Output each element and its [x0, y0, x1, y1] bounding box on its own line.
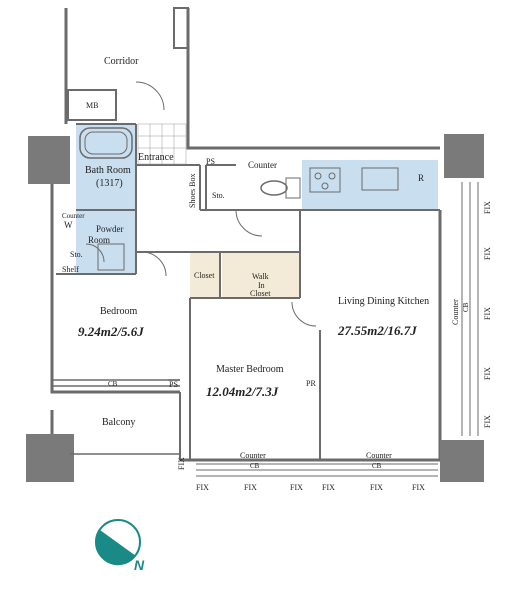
kitchen-sink — [361, 167, 399, 191]
label-counter-top: Counter — [248, 160, 277, 170]
walk-in-closet-fill — [222, 252, 300, 298]
label-ps-top: PS — [206, 157, 215, 166]
label-ps-balcony: PS — [169, 380, 178, 389]
toilet — [260, 180, 288, 196]
label-counter-left: Counter — [240, 451, 266, 460]
label-master-area: 12.04m2/7.3J — [206, 384, 279, 399]
label-master-bedroom: Master Bedroom — [216, 364, 284, 375]
fix-label: FIX — [370, 483, 383, 492]
label-bath-room: Bath Room — [85, 165, 131, 176]
compass-needle — [95, 530, 136, 566]
label-cb-right: CB — [372, 462, 382, 470]
label-pr: PR — [306, 379, 316, 388]
label-cb-left: CB — [250, 462, 260, 470]
label-cb-balcony: CB — [108, 380, 118, 388]
label-powder-room: Room — [88, 235, 110, 245]
label-bedroom-area: 9.24m2/5.6J — [78, 324, 144, 339]
label-cb-vertical: CB — [462, 302, 470, 312]
label-bedroom: Bedroom — [100, 306, 137, 317]
bath-area-fill — [76, 124, 136, 210]
burner-1 — [314, 172, 322, 180]
label-ldk: Living Dining Kitchen — [338, 296, 429, 307]
fix-label: FIX — [483, 247, 492, 260]
label-counter-right: Counter — [366, 451, 392, 460]
label-shoes-box: Shoes Box — [188, 174, 197, 208]
label-counter-powder: Counter — [62, 212, 85, 220]
column-bottom-right — [440, 440, 484, 482]
stove — [309, 167, 341, 193]
closet-fill — [190, 252, 220, 298]
powder-area-fill — [76, 210, 136, 274]
label-in: In — [258, 281, 265, 290]
label-bath-size: (1317) — [96, 178, 123, 189]
washbasin — [97, 243, 125, 271]
column-top-left — [28, 136, 70, 184]
label-powder: Powder — [96, 224, 124, 234]
label-w: W — [64, 220, 73, 230]
label-walk: Walk — [252, 272, 269, 281]
label-balcony: Balcony — [102, 417, 135, 428]
label-walk-in-closet: Closet — [250, 289, 271, 298]
label-shelf: Shelf — [62, 265, 79, 274]
label-closet: Closet — [194, 271, 215, 280]
fix-label: FIX — [244, 483, 257, 492]
fix-label: FIX — [322, 483, 335, 492]
fix-label: FIX — [483, 201, 492, 214]
label-mb: MB — [86, 101, 98, 110]
fix-label: FIX — [177, 457, 186, 470]
fix-label: FIX — [196, 483, 209, 492]
label-r: R — [418, 173, 424, 183]
label-ldk-area: 27.55m2/16.7J — [337, 323, 417, 338]
corridor-pillar — [173, 7, 189, 49]
north-label: N — [134, 557, 145, 573]
burner-2 — [328, 172, 336, 180]
fix-label: FIX — [483, 307, 492, 320]
fix-label: FIX — [483, 367, 492, 380]
fix-label: FIX — [290, 483, 303, 492]
label-counter-vertical: Counter — [451, 299, 460, 325]
mb-box — [67, 89, 117, 121]
bathtub — [79, 127, 133, 159]
column-bottom-left — [26, 434, 74, 482]
toilet-tank — [285, 177, 301, 199]
column-top-right — [444, 134, 484, 178]
fix-label: FIX — [483, 415, 492, 428]
label-sto-powder: Sto. — [70, 250, 83, 259]
label-entrance: Entrance — [138, 152, 174, 163]
label-corridor: Corridor — [104, 56, 139, 67]
fix-label: FIX — [412, 483, 425, 492]
bathtub-inner — [84, 131, 128, 155]
burner-3 — [321, 182, 329, 190]
label-sto-top: Sto. — [212, 191, 225, 200]
